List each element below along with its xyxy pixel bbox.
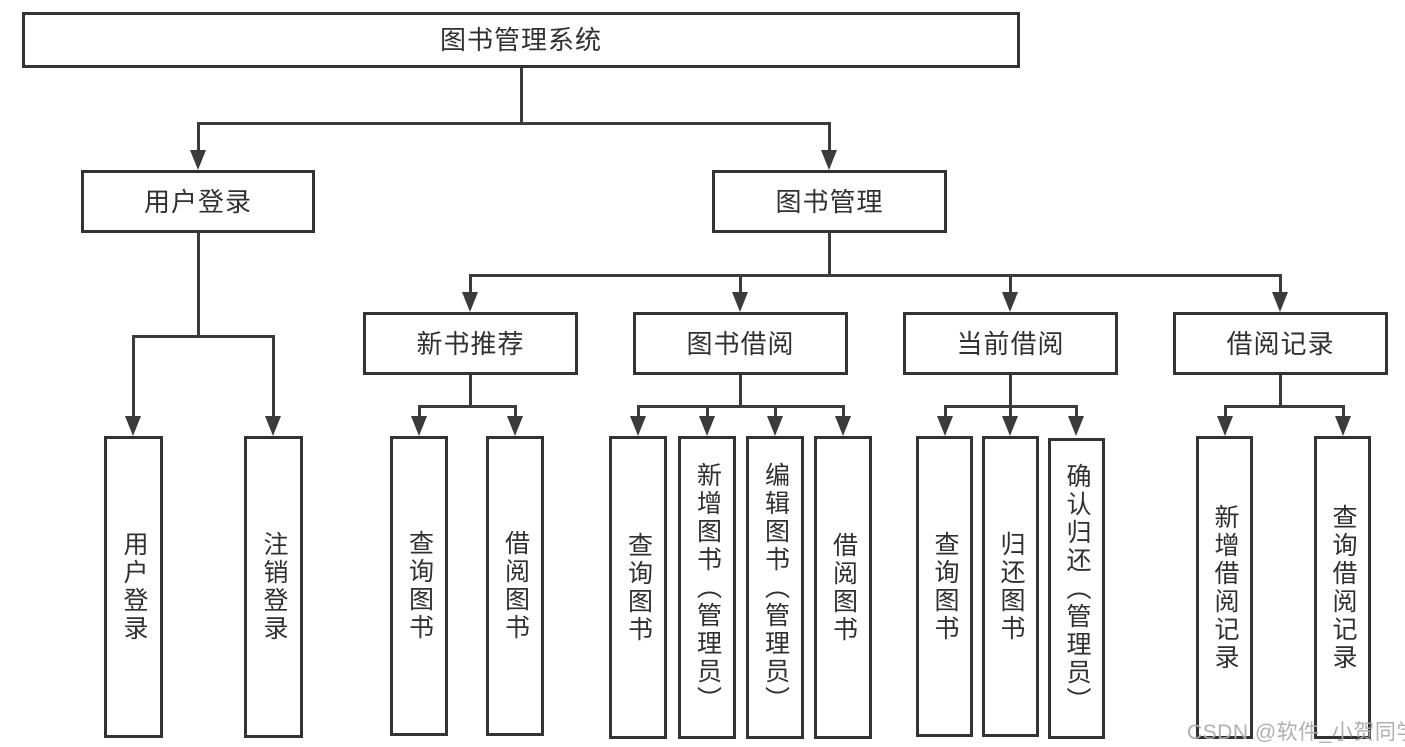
connector-bb-add-drop [706,405,709,418]
arrowhead-bb-edit-icon [767,416,783,436]
arrowhead-leaf-logout-icon [265,416,281,436]
connector-user-login-hbar [132,335,275,338]
connector-borrow-records-hbar [1224,405,1345,408]
connector-root-hbar [197,122,831,125]
node-borrow-records-label: 借阅记录 [1226,328,1335,359]
arrowhead-cb-query-icon [937,416,953,436]
leaf-nbr-borrow-books-label: 借阅图书 [501,530,530,642]
connector-book-mgmt-hbar [469,274,1282,277]
leaf-cb-query-books-label: 查询图书 [931,530,959,643]
connector-current-borrow-drop [1009,274,1012,294]
node-book-borrow: 图书借阅 [633,312,848,375]
connector-br-query-drop [1342,405,1345,418]
arrowhead-user-login-icon [190,150,206,170]
node-new-book-rec: 新书推荐 [363,312,578,375]
connector-cb-confirm-drop [1075,405,1078,418]
connector-cb-return-drop [1009,405,1012,418]
leaf-nbr-borrow-books: 借阅图书 [486,436,544,736]
connector-new-book-hbar [418,405,517,408]
arrowhead-book-mgmt-icon [821,150,837,170]
leaf-br-query-record-label: 查询借阅记录 [1329,503,1357,672]
leaf-cb-return-books: 归还图书 [982,436,1039,737]
connector-user-login-stem [197,233,200,338]
arrowhead-br-query-icon [1335,416,1351,436]
arrowhead-nbr-query-icon [411,416,427,436]
connector-book-mgmt-drop [828,122,831,152]
arrowhead-nbr-borrow-icon [507,416,523,436]
leaf-bb-borrow-books: 借阅图书 [814,436,872,739]
connector-leaf-logout-drop [272,335,275,418]
leaf-cb-confirm-return: 确认归还（管理员） [1048,438,1105,739]
leaf-cb-confirm-return-label: 确认归还（管理员） [1063,462,1091,715]
leaf-bb-query-books: 查询图书 [609,436,667,739]
leaf-logout-label: 注销登录 [260,531,288,643]
leaf-bb-add-books: 新增图书（管理员） [678,436,736,739]
connector-new-book-drop [469,274,472,294]
connector-user-login-drop [197,122,200,152]
node-book-borrow-label: 图书借阅 [686,328,795,359]
leaf-bb-edit-books-label: 编辑图书（管理员） [761,461,790,714]
connector-new-book-stem [469,374,472,408]
node-user-login: 用户登录 [81,170,315,233]
arrowhead-bb-add-icon [699,416,715,436]
leaf-bb-borrow-books-label: 借阅图书 [829,531,858,644]
connector-book-borrow-stem [739,374,742,408]
arrowhead-bb-borrow-icon [835,416,851,436]
leaf-br-query-record: 查询借阅记录 [1314,436,1371,739]
leaf-bb-query-books-label: 查询图书 [624,531,653,644]
arrowhead-leaf-login-icon [125,416,141,436]
node-book-mgmt-label: 图书管理 [775,186,884,217]
node-borrow-records: 借阅记录 [1173,312,1388,375]
node-user-login-label: 用户登录 [143,186,252,217]
connector-borrow-records-stem [1279,374,1282,408]
node-current-borrow: 当前借阅 [903,312,1118,375]
arrowhead-new-book-icon [462,292,478,312]
connector-bb-edit-drop [774,405,777,418]
arrowhead-book-borrow-icon [732,292,748,312]
arrowhead-br-add-icon [1217,416,1233,436]
leaf-user-login-label: 用户登录 [120,531,148,643]
connector-book-borrow-drop [739,274,742,294]
leaf-cb-return-books-label: 归还图书 [997,530,1025,643]
arrowhead-current-borrow-icon [1002,292,1018,312]
connector-book-borrow-hbar [637,405,845,408]
connector-bb-query-drop [637,405,640,418]
leaf-bb-add-books-label: 新增图书（管理员） [693,461,722,714]
leaf-bb-edit-books: 编辑图书（管理员） [746,436,804,739]
connector-nbr-borrow-drop [514,405,517,418]
connector-book-mgmt-stem [828,233,831,276]
leaf-nbr-query-books-label: 查询图书 [405,530,434,642]
leaf-br-add-record-label: 新增借阅记录 [1211,503,1239,672]
leaf-br-add-record: 新增借阅记录 [1196,436,1253,739]
connector-current-borrow-stem [1009,374,1012,408]
arrowhead-bb-query-icon [630,416,646,436]
csdn-watermark: CSDN @软件_小贺同学 [1187,721,1405,744]
leaf-user-login: 用户登录 [104,436,163,738]
arrowhead-cb-return-icon [1002,416,1018,436]
connector-borrow-records-drop [1279,274,1282,294]
connector-root-stem [520,68,523,124]
connector-bb-borrow-drop [842,405,845,418]
connector-cb-query-drop [944,405,947,418]
node-book-mgmt: 图书管理 [712,170,947,233]
connector-nbr-query-drop [418,405,421,418]
arrowhead-cb-confirm-icon [1068,416,1084,436]
node-root: 图书管理系统 [22,12,1020,68]
node-root-label: 图书管理系统 [439,25,602,55]
connector-leaf-login-drop [132,335,135,418]
leaf-logout: 注销登录 [244,436,303,738]
arrowhead-borrow-records-icon [1272,292,1288,312]
node-current-borrow-label: 当前借阅 [956,328,1065,359]
leaf-cb-query-books: 查询图书 [916,436,973,737]
leaf-nbr-query-books: 查询图书 [390,436,448,736]
node-new-book-rec-label: 新书推荐 [416,328,525,359]
connector-br-add-drop [1224,405,1227,418]
